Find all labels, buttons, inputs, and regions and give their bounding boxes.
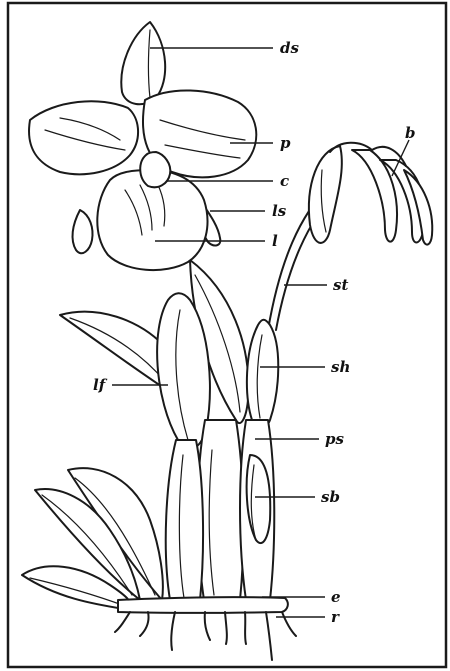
rhizome xyxy=(118,597,288,613)
label-ps: ps xyxy=(325,430,344,448)
petal-left xyxy=(29,101,138,174)
pseudobulb-left-lower xyxy=(166,440,203,600)
label-r: r xyxy=(331,608,340,626)
bud-group xyxy=(309,143,432,245)
column xyxy=(140,152,170,187)
label-ls: ls xyxy=(272,202,287,220)
roots xyxy=(115,612,296,660)
dorsal-sepal xyxy=(121,22,165,104)
label-sb: sb xyxy=(321,488,340,506)
label-p: p xyxy=(280,134,291,152)
label-e: e xyxy=(331,588,341,606)
sheath-right xyxy=(247,320,278,428)
label-l: l xyxy=(272,232,278,250)
pseudobulb-right xyxy=(240,420,274,600)
label-st: st xyxy=(333,276,348,294)
label-ds: ds xyxy=(280,39,299,57)
label-sh: sh xyxy=(331,358,350,376)
label-lf: lf xyxy=(93,376,108,394)
leaves-lower-left xyxy=(22,468,163,610)
label-b: b xyxy=(405,124,416,142)
pseudobulb-center xyxy=(198,420,244,600)
label-c: c xyxy=(280,172,289,190)
